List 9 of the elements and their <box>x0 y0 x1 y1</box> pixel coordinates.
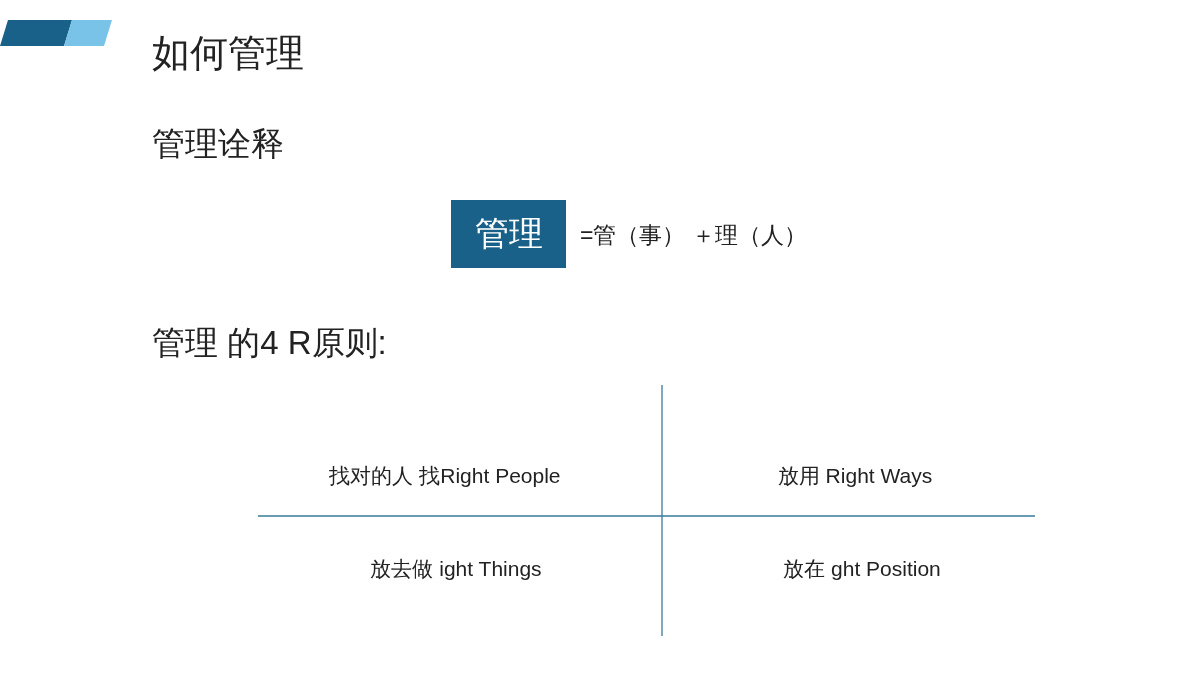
quadrant-text: 放在 ght Position <box>783 556 941 582</box>
quadrant-text: 放去做 ight Things <box>370 556 542 582</box>
quadrant-text: 放用 Right Ways <box>777 463 933 489</box>
section-heading: 管理诠释 <box>152 124 284 164</box>
quadrant-text: 找对的人 找Right People <box>329 463 561 489</box>
section-heading: 管理 的4 R原则: <box>152 323 388 363</box>
highlight-box: 管理 <box>451 200 566 268</box>
slide-title: 如何管理 <box>152 31 304 76</box>
formula-text: =管（事） ＋理（人） <box>580 221 807 250</box>
